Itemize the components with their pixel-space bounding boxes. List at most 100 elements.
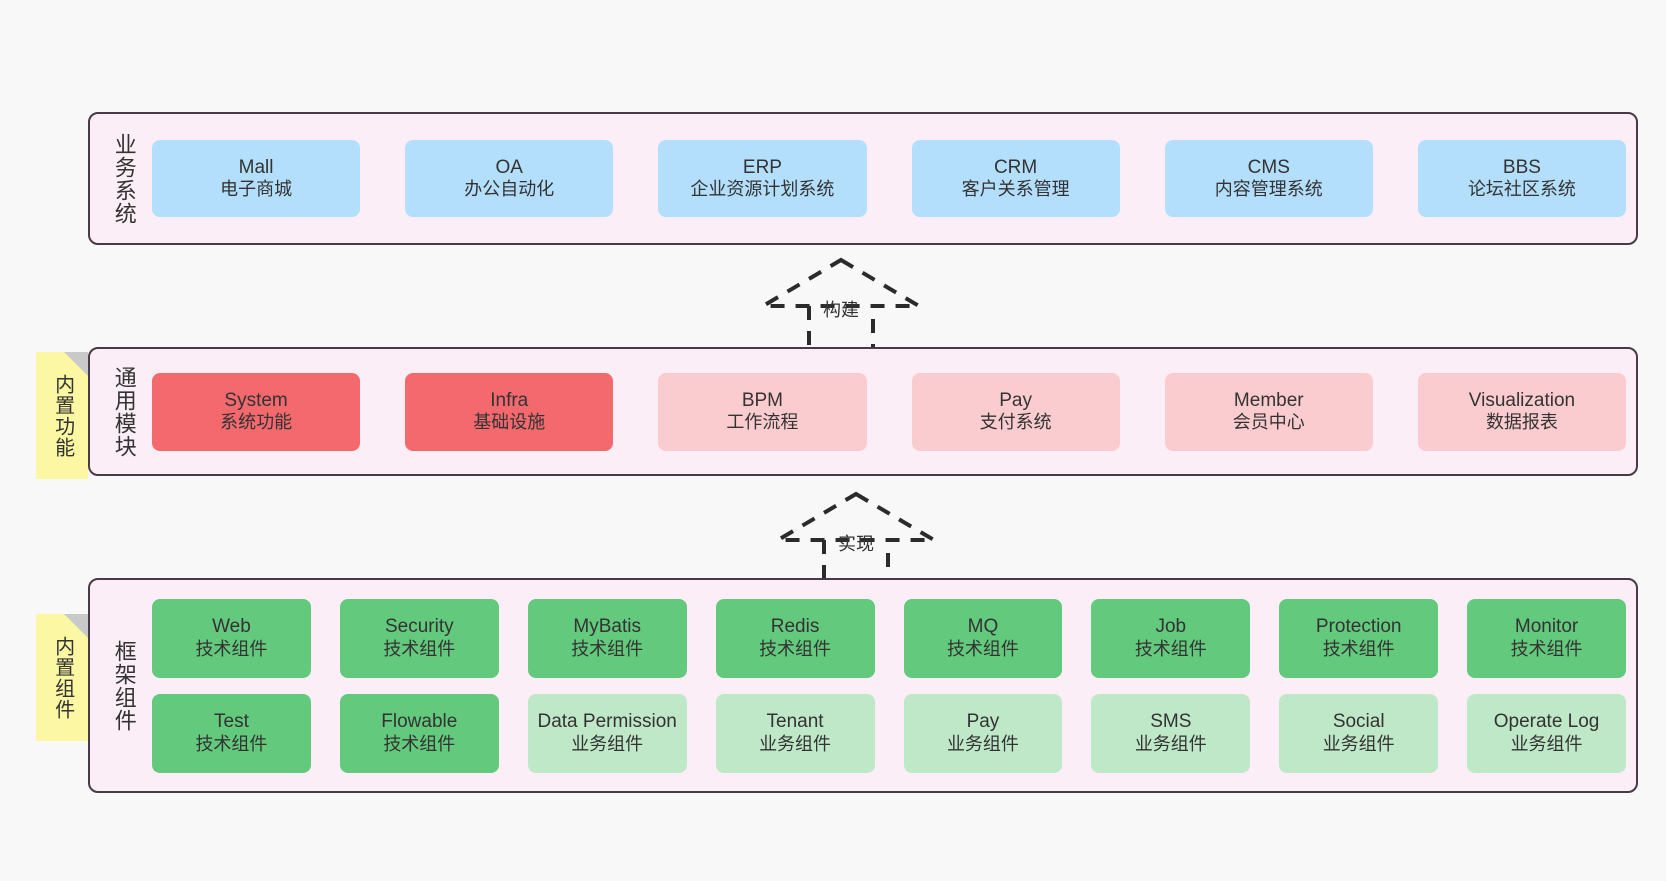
box-en-label: Flowable xyxy=(381,711,458,733)
layer-business-systems: 业务系统 Mall 电子商城 OA 办公自动化 ERP 企业资源计划系统 CRM… xyxy=(88,112,1638,245)
component-box-sms[interactable]: SMS 业务组件 xyxy=(1091,693,1251,773)
box-en-label: Pay xyxy=(999,389,1032,411)
box-cn-label: 业务组件 xyxy=(759,733,832,754)
box-en-label: Mall xyxy=(238,156,274,178)
module-box-pay[interactable]: Pay 支付系统 xyxy=(911,372,1120,451)
box-cn-label: 技术组件 xyxy=(195,733,268,754)
box-cn-label: 办公自动化 xyxy=(464,179,555,200)
note-builtin-components: 内置组件 xyxy=(36,614,88,741)
generalization-triangle-icon xyxy=(770,491,942,542)
box-en-label: Operate Log xyxy=(1493,711,1600,733)
box-cn-label: 业务组件 xyxy=(946,733,1019,754)
box-cn-label: 论坛社区系统 xyxy=(1467,179,1576,200)
box-en-label: Tenant xyxy=(766,711,824,733)
box-cn-label: 技术组件 xyxy=(383,638,456,659)
box-en-label: MyBatis xyxy=(573,616,641,638)
note-builtin-features: 内置功能 xyxy=(36,352,88,479)
layer-framework-body: Web 技术组件 Security 技术组件 MyBatis 技术组件 Redi… xyxy=(146,580,1636,791)
component-box-test[interactable]: Test 技术组件 xyxy=(152,693,311,773)
box-en-label: Infra xyxy=(490,389,529,411)
box-en-label: Pay xyxy=(966,711,1000,733)
module-box-bpm[interactable]: BPM 工作流程 xyxy=(658,372,867,451)
business-box-erp[interactable]: ERP 企业资源计划系统 xyxy=(658,140,867,217)
connector-stem-icon xyxy=(807,306,875,352)
layer-business-title: 业务系统 xyxy=(111,132,137,225)
business-box-oa[interactable]: OA 办公自动化 xyxy=(405,140,614,217)
note-label: 内置功能 xyxy=(51,373,74,458)
module-box-system[interactable]: System 系统功能 xyxy=(152,372,361,451)
box-en-label: OA xyxy=(495,156,523,178)
connector-implement: 实现 xyxy=(770,491,942,586)
business-box-mall[interactable]: Mall 电子商城 xyxy=(152,140,361,217)
box-en-label: MQ xyxy=(967,616,999,638)
box-en-label: BPM xyxy=(741,389,784,411)
connector-build: 构建 xyxy=(755,257,927,352)
layer-framework-title: 框架组件 xyxy=(111,639,137,732)
box-cn-label: 技术组件 xyxy=(1134,638,1207,659)
box-cn-label: 业务组件 xyxy=(1510,733,1583,754)
box-cn-label: 技术组件 xyxy=(383,733,456,754)
box-cn-label: 技术组件 xyxy=(946,638,1019,659)
layer-framework-components: 框架组件 Web 技术组件 Security 技术组件 MyBatis 技术组件… xyxy=(88,578,1638,793)
component-box-monitor[interactable]: Monitor 技术组件 xyxy=(1467,598,1626,678)
note-label: 内置组件 xyxy=(51,635,74,720)
box-cn-label: 基础设施 xyxy=(473,412,546,433)
box-cn-label: 技术组件 xyxy=(195,638,268,659)
box-cn-label: 技术组件 xyxy=(571,638,644,659)
box-cn-label: 工作流程 xyxy=(726,412,799,433)
box-cn-label: 电子商城 xyxy=(220,179,293,200)
box-en-label: Visualization xyxy=(1468,389,1576,411)
business-box-cms[interactable]: CMS 内容管理系统 xyxy=(1164,140,1373,217)
generalization-triangle-icon xyxy=(755,257,927,308)
component-box-protection[interactable]: Protection 技术组件 xyxy=(1279,598,1439,678)
box-cn-label: 企业资源计划系统 xyxy=(690,179,835,200)
box-cn-label: 业务组件 xyxy=(1322,733,1395,754)
box-en-label: BBS xyxy=(1502,156,1541,178)
module-box-infra[interactable]: Infra 基础设施 xyxy=(405,372,614,451)
box-en-label: System xyxy=(224,389,288,411)
framework-row-business: Test 技术组件 Flowable 技术组件 Data Permission … xyxy=(152,693,1626,773)
component-box-job[interactable]: Job 技术组件 xyxy=(1091,598,1251,678)
box-cn-label: 会员中心 xyxy=(1232,412,1305,433)
box-en-label: Security xyxy=(384,616,454,638)
component-box-operate-log[interactable]: Operate Log 业务组件 xyxy=(1467,693,1626,773)
component-box-mybatis[interactable]: MyBatis 技术组件 xyxy=(527,598,687,678)
component-box-tenant[interactable]: Tenant 业务组件 xyxy=(715,693,875,773)
component-box-data-permission[interactable]: Data Permission 业务组件 xyxy=(527,693,687,773)
box-en-label: Job xyxy=(1155,616,1187,638)
box-en-label: Redis xyxy=(770,616,820,638)
box-cn-label: 业务组件 xyxy=(571,733,644,754)
framework-row-tech: Web 技术组件 Security 技术组件 MyBatis 技术组件 Redi… xyxy=(152,598,1626,678)
box-cn-label: 客户关系管理 xyxy=(961,179,1070,200)
component-box-mq[interactable]: MQ 技术组件 xyxy=(903,598,1063,678)
box-en-label: CRM xyxy=(993,156,1038,178)
box-en-label: Monitor xyxy=(1514,616,1579,638)
common-row: System 系统功能 Infra 基础设施 BPM 工作流程 Pay 支付系统… xyxy=(152,372,1627,451)
component-box-redis[interactable]: Redis 技术组件 xyxy=(715,598,875,678)
component-box-security[interactable]: Security 技术组件 xyxy=(339,598,499,678)
box-en-label: Member xyxy=(1233,389,1304,411)
box-cn-label: 技术组件 xyxy=(759,638,832,659)
layer-common-title: 通用模块 xyxy=(111,365,137,458)
box-en-label: Test xyxy=(214,711,249,733)
box-en-label: SMS xyxy=(1150,711,1192,733)
box-cn-label: 支付系统 xyxy=(979,412,1052,433)
box-cn-label: 技术组件 xyxy=(1322,638,1395,659)
layer-common-body: System 系统功能 Infra 基础设施 BPM 工作流程 Pay 支付系统… xyxy=(146,349,1636,474)
component-box-pay[interactable]: Pay 业务组件 xyxy=(903,693,1063,773)
layer-business-body: Mall 电子商城 OA 办公自动化 ERP 企业资源计划系统 CRM 客户关系… xyxy=(146,114,1636,243)
business-box-crm[interactable]: CRM 客户关系管理 xyxy=(911,140,1120,217)
business-box-bbs[interactable]: BBS 论坛社区系统 xyxy=(1417,140,1627,217)
box-en-label: Web xyxy=(212,616,251,638)
business-row: Mall 电子商城 OA 办公自动化 ERP 企业资源计划系统 CRM 客户关系… xyxy=(152,140,1627,217)
box-en-label: Social xyxy=(1332,711,1385,733)
component-box-flowable[interactable]: Flowable 技术组件 xyxy=(339,693,499,773)
module-box-visualization[interactable]: Visualization 数据报表 xyxy=(1417,372,1627,451)
box-cn-label: 数据报表 xyxy=(1485,412,1558,433)
component-box-social[interactable]: Social 业务组件 xyxy=(1279,693,1439,773)
box-cn-label: 系统功能 xyxy=(220,412,293,433)
module-box-member[interactable]: Member 会员中心 xyxy=(1164,372,1373,451)
component-box-web[interactable]: Web 技术组件 xyxy=(152,598,311,678)
box-en-label: Data Permission xyxy=(537,711,677,733)
